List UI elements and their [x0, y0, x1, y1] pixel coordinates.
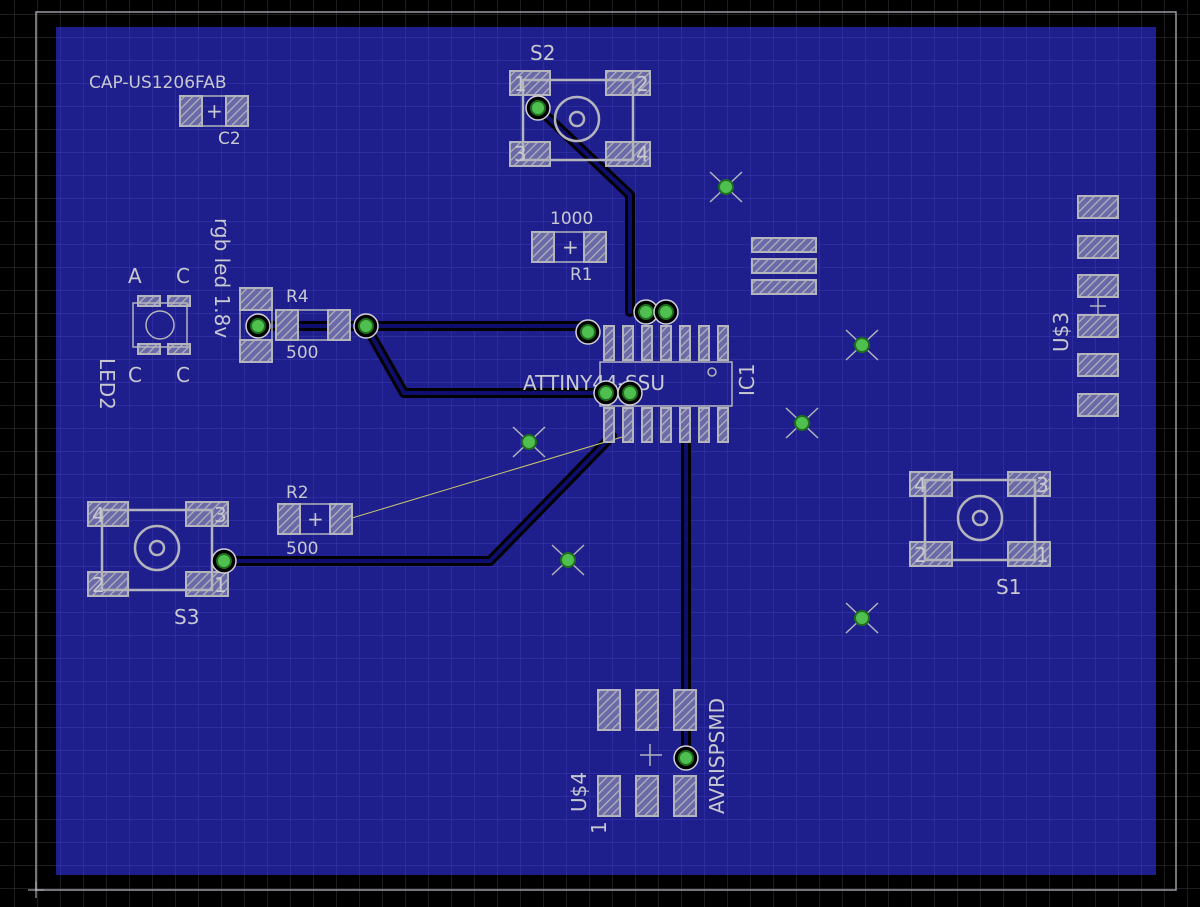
- led-value-label: rgb led 1.8v: [210, 218, 234, 338]
- r1-value-label: 1000: [550, 209, 593, 229]
- connector-u3: U$3: [1049, 195, 1119, 417]
- r1-name-label: R1: [570, 265, 593, 285]
- r1-pin-mark: +: [562, 235, 579, 259]
- c2-value-label: CAP-US1206FAB: [89, 73, 227, 93]
- led-led2: A C C C LED2 rgb led 1.8v: [95, 218, 234, 410]
- led-anode-label: A: [128, 264, 142, 288]
- switch-s1: 4 3 2 1 S1: [909, 471, 1051, 599]
- traces: [219, 103, 691, 763]
- s3-pin4-label: 4: [92, 503, 105, 527]
- connector-u4: U$4 1 AVRISPSMD: [567, 689, 729, 834]
- r4-name-label: R4: [286, 287, 309, 307]
- r2-value-label: 500: [286, 539, 318, 559]
- s2-pin4-label: 4: [636, 142, 649, 166]
- c2-name-label: C2: [218, 129, 241, 149]
- s2-pin1-label: 1: [514, 72, 527, 96]
- resistor-r1: 1000 + R1: [531, 209, 607, 285]
- ic-name-label: IC1: [735, 363, 759, 396]
- board-outline: [35, 11, 1177, 891]
- switch-s2: S2 1 2 3 4: [509, 41, 651, 167]
- s3-name-label: S3: [174, 605, 199, 629]
- r2-pin-mark: +: [307, 507, 324, 531]
- s1-pin1-label: 1: [1036, 543, 1049, 567]
- s3-pin3-label: 3: [214, 503, 227, 527]
- resistor-r2: R2 + 500: [277, 483, 353, 559]
- switch-s3: 4 3 2 1 S3: [87, 501, 229, 629]
- led-cathode-br-label: C: [176, 363, 190, 387]
- s2-pin3-label: 3: [514, 142, 527, 166]
- c2-pin-mark: +: [206, 99, 223, 123]
- led-cathode-tr-label: C: [176, 264, 190, 288]
- capacitor-c2: CAP-US1206FAB + C2: [89, 73, 249, 149]
- u3-name-label: U$3: [1049, 312, 1073, 352]
- r2-name-label: R2: [286, 483, 309, 503]
- header-pads: [751, 237, 817, 295]
- ic-attiny44: ATTINY44-SSU IC1: [523, 325, 759, 443]
- s3-pin1-label: 1: [214, 573, 227, 597]
- vias: [211, 95, 699, 771]
- avr-value-label: AVRISPSMD: [705, 698, 729, 814]
- s2-pin2-label: 2: [636, 72, 649, 96]
- s3-pin2-label: 2: [92, 573, 105, 597]
- s1-name-label: S1: [996, 575, 1021, 599]
- s1-pin4-label: 4: [914, 473, 927, 497]
- s1-pin3-label: 3: [1036, 473, 1049, 497]
- led-cathode-bl-label: C: [128, 363, 142, 387]
- led-name-label: LED2: [95, 358, 119, 410]
- r4-value-label: 500: [286, 343, 318, 363]
- u4-name-label: U$4: [567, 772, 591, 812]
- s2-name-label: S2: [530, 41, 555, 65]
- u4-pin1-label: 1: [587, 821, 611, 834]
- unrouted-pads: [512, 171, 879, 634]
- resistor-r4: R4 500: [239, 287, 351, 363]
- airwire: [351, 433, 633, 519]
- s1-pin2-label: 2: [914, 543, 927, 567]
